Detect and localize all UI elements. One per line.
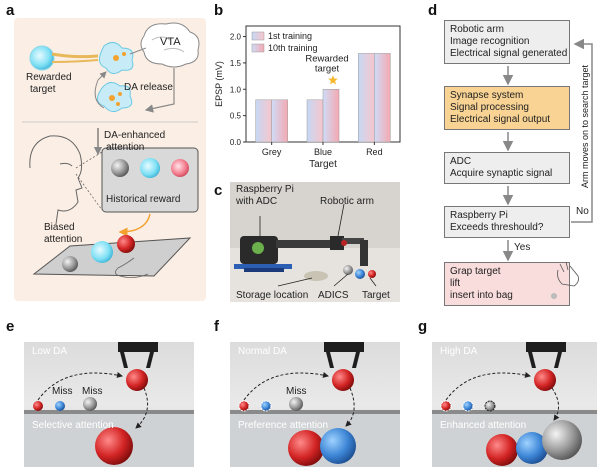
raspberry-label-2: with ADC	[236, 196, 278, 207]
annotation-line-1: Rewarded	[305, 53, 348, 64]
panel-e-photo	[24, 342, 194, 467]
bar-grey-1	[255, 99, 272, 143]
brain-vta-icon	[140, 22, 200, 68]
rewarded-target-label-1: Rewarded	[26, 72, 72, 83]
bar-blue-1	[306, 99, 324, 143]
robotic-arm-device	[276, 240, 332, 248]
legend-label: 10th training	[268, 43, 318, 53]
x-axis-label: Target	[309, 159, 337, 170]
annotation-line-2: target	[315, 63, 340, 74]
gripper-icon	[120, 352, 154, 368]
y-tick-label: 2.0	[230, 33, 242, 42]
raspberry-label-1: Raspberry Pi	[236, 184, 294, 195]
y-tick-label: 0.5	[230, 112, 242, 121]
panel-label-b: b	[214, 2, 224, 19]
panel-f-mode: Preference attention	[238, 420, 329, 431]
y-axis-label: EPSP (mV)	[214, 61, 224, 107]
star-icon	[328, 75, 338, 85]
panel-f-photo	[230, 342, 400, 467]
panel-label-a: a	[6, 2, 15, 19]
gripper-icon	[326, 352, 360, 368]
yes-label: Yes	[514, 242, 531, 253]
target-label: Target	[362, 290, 390, 301]
da-enhanced-label-1: DA-enhanced	[104, 130, 166, 141]
loop-text: Arm moves on to search target	[580, 64, 590, 188]
panel-g-mode: Enhanced attention	[440, 420, 527, 431]
panel-f-miss: Miss	[286, 386, 307, 397]
panel-label-g: g	[418, 318, 428, 335]
x-tick-label: Grey	[262, 147, 282, 157]
gripper-icon	[528, 352, 562, 368]
x-tick-label: Red	[366, 147, 383, 157]
rewarded-target-label-2: target	[30, 84, 56, 95]
legend-swatch	[251, 31, 265, 41]
bar-blue-2	[322, 89, 340, 143]
bar-red-1	[358, 53, 375, 143]
bar-grey-2	[271, 99, 288, 143]
biased-attention-label-2: attention	[44, 234, 83, 245]
panel-g-photo	[432, 342, 597, 467]
historical-reward-label: Historical reward	[106, 194, 181, 205]
y-tick-label: 0.0	[230, 138, 242, 147]
x-tick-label: Blue	[314, 147, 332, 157]
flow-arrows	[502, 38, 593, 299]
biased-attention-label-1: Biased	[44, 222, 75, 233]
da-enhanced-label-2: attention	[106, 142, 145, 153]
legend-swatch	[251, 43, 265, 53]
head-outline-icon	[29, 135, 83, 225]
panel-label-e: e	[6, 318, 15, 335]
rewarded-target-neuron-icon	[29, 45, 55, 71]
storage-location-label: Storage location	[236, 290, 309, 301]
panel-f-level: Normal DA	[238, 346, 287, 357]
y-tick-label: 1.0	[230, 85, 242, 94]
panel-e-mode: Selective attention	[32, 420, 114, 431]
no-label: No	[576, 206, 589, 217]
panel-e-level: Low DA	[32, 346, 68, 357]
panel-a-illustration	[22, 22, 200, 278]
legend-label: 1st training	[268, 31, 312, 41]
adics-label: ADICS	[318, 290, 349, 301]
panel-g-level: High DA	[440, 346, 478, 357]
panel-e-miss-1: Miss	[52, 386, 73, 397]
y-tick-label: 1.5	[230, 59, 242, 68]
bar-red-2	[374, 53, 391, 143]
da-release-label: DA release	[124, 82, 173, 93]
robot-photo	[230, 182, 400, 302]
vta-label: VTA	[160, 36, 181, 48]
panel-e-miss-2: Miss	[82, 386, 103, 397]
panel-label-c: c	[214, 182, 223, 199]
hand-grab-icon	[557, 261, 579, 287]
robotic-arm-label: Robotic arm	[320, 196, 374, 207]
panel-label-f: f	[214, 318, 219, 335]
panel-label-d: d	[428, 2, 438, 19]
